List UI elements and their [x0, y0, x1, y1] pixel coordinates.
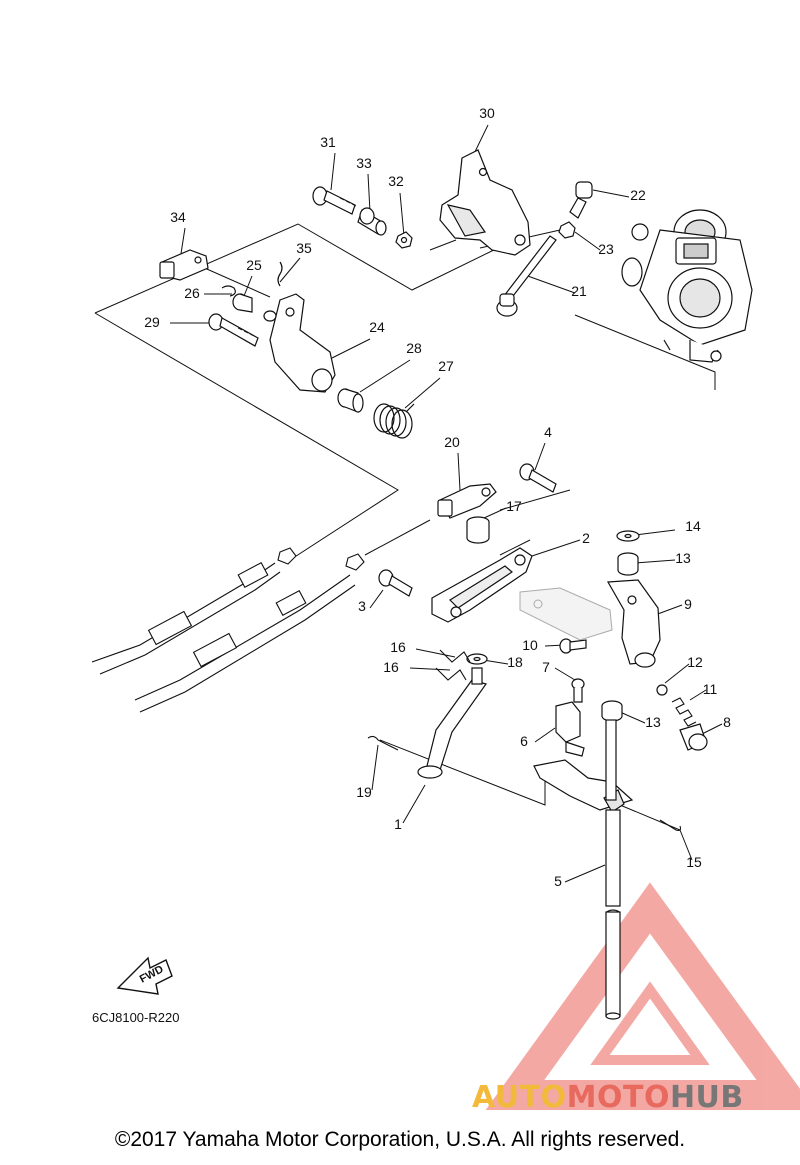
part-label-29: 29 [144, 314, 160, 330]
part-24-lever [263, 293, 336, 393]
part-25-collar [232, 293, 253, 313]
part-19-pin [367, 735, 399, 751]
part-15-pin [659, 819, 682, 832]
part-label-7: 7 [542, 659, 550, 675]
part-label-12: 12 [687, 654, 703, 670]
part-label-16: 16 [390, 639, 406, 655]
part-20-cable-end [437, 483, 497, 519]
part-label-2: 2 [582, 530, 590, 546]
part-31-bolt [312, 186, 357, 215]
part-label-26: 26 [184, 285, 200, 301]
throttle-cables [91, 547, 365, 713]
part-label-30: 30 [479, 105, 495, 121]
part-label-11: 11 [703, 681, 718, 697]
copyright-notice: ©2017 Yamaha Motor Corporation, U.S.A. A… [114, 1128, 686, 1151]
part-label-13: 13 [675, 550, 691, 566]
part-label-25: 25 [246, 257, 262, 273]
part-4-bolt [519, 463, 557, 493]
part-label-20: 20 [444, 434, 460, 450]
part-label-18: 18 [507, 654, 523, 670]
assembly-outline [94, 223, 716, 831]
watermark-triangle-icon [485, 882, 800, 1110]
part-22-ball-joint [569, 181, 593, 219]
brand-moto: MOTO [566, 1080, 670, 1115]
part-label-10: 10 [522, 637, 538, 653]
part-label-34: 34 [170, 209, 186, 225]
part-label-27: 27 [438, 358, 454, 374]
part-label-8: 8 [723, 714, 731, 730]
part-label-28: 28 [406, 340, 422, 356]
part-28-bushing [337, 388, 364, 413]
part-label-3: 3 [358, 598, 366, 614]
part-label-4: 4 [544, 424, 552, 440]
part-2-arm [431, 547, 533, 623]
part-23-nut [558, 221, 576, 239]
part-27-spring [373, 403, 415, 439]
part-label-17: 17 [506, 498, 522, 514]
part-32-nut [395, 231, 413, 249]
part-12-ring [656, 684, 668, 696]
part-label-31: 31 [320, 134, 336, 150]
part-26-clip [221, 285, 236, 297]
part-10-screw [559, 638, 587, 654]
part-label-14: 14 [685, 518, 701, 534]
part-label-24: 24 [369, 319, 385, 335]
throttle-body [621, 209, 753, 363]
brand-hub: HUB [669, 1080, 744, 1115]
part-label-6: 6 [520, 733, 528, 749]
part-6-sensor [555, 701, 585, 757]
part-label-33: 33 [356, 155, 372, 171]
part-label-23: 23 [598, 241, 614, 257]
part-label-22: 22 [630, 187, 646, 203]
part-label-15: 15 [686, 854, 702, 870]
part-16-clips [435, 649, 471, 681]
part-label-16: 16 [383, 659, 399, 675]
part-35-cotter-pin [277, 261, 283, 287]
fwd-arrow-icon: FWD [116, 956, 173, 995]
part-9-bracket [607, 579, 661, 668]
part-3-bolt [378, 569, 413, 597]
part-label-35: 35 [296, 240, 312, 256]
part-13-nut-lower [601, 700, 623, 722]
part-8-plug [679, 723, 708, 751]
part-33-collar [357, 207, 387, 236]
diagram-code: 6CJ8100-R220 [92, 1010, 180, 1025]
part-label-19: 19 [356, 784, 372, 800]
part-7-screw [571, 678, 585, 703]
part-13-nut-upper [617, 552, 639, 576]
part-18-washer [466, 653, 488, 665]
ghost-bracket [519, 587, 613, 641]
part-17-bushing [466, 516, 490, 544]
part-11-spring [671, 697, 697, 727]
part-34-clevis [159, 249, 209, 281]
part-14-washer [616, 530, 640, 542]
part-29-bolt [208, 313, 259, 347]
part-label-9: 9 [684, 596, 692, 612]
part-label-21: 21 [571, 283, 587, 299]
part-label-32: 32 [388, 173, 404, 189]
part-number-labels: 1234567891011121313141516161718192021222… [144, 105, 731, 889]
brand-auto: AUTO [472, 1080, 567, 1115]
part-5-shaft [533, 719, 634, 1020]
part-21-rod [496, 235, 557, 317]
part-label-5: 5 [554, 873, 562, 889]
part-label-1: 1 [394, 816, 402, 832]
part-label-13: 13 [645, 714, 661, 730]
watermark-brand: AUTOMOTOHUB [472, 1080, 744, 1115]
part-30-bracket [439, 149, 531, 256]
part-1-lever [417, 667, 487, 779]
